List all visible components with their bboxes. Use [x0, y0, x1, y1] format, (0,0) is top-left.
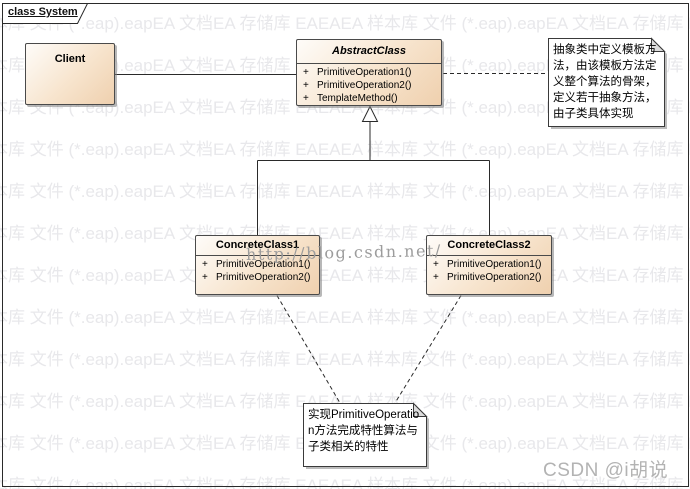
visibility-marker: +: [433, 259, 439, 270]
method-name: PrimitiveOperation1(): [317, 67, 412, 78]
class-abstractclass[interactable]: AbstractClass + PrimitiveOperation1() + …: [296, 39, 442, 106]
class-title: ConcreteClass2: [447, 239, 531, 251]
method-row: + PrimitiveOperation2(): [196, 271, 319, 284]
compartment-divider: [196, 255, 319, 256]
watermark-csdn-credit: CSDN @i胡说: [543, 460, 669, 481]
class-concreteclass2[interactable]: ConcreteClass2 + PrimitiveOperation1() +…: [426, 235, 552, 295]
watermark-tile-row: 样本库 文件 (*.eap).eapEA 文档EA 存储库 EAEAEA 样本库…: [0, 14, 690, 33]
method-name: PrimitiveOperation1(): [447, 259, 542, 270]
visibility-marker: +: [202, 272, 208, 283]
method-name: PrimitiveOperation2(): [317, 80, 412, 91]
diagram-frame-tab: [2, 3, 89, 24]
compartment-divider: [427, 255, 551, 256]
note-concrete-shape[interactable]: [303, 403, 427, 467]
method-row: + TemplateMethod(): [297, 92, 441, 105]
method-row: + PrimitiveOperation1(): [196, 258, 319, 271]
watermark-tile-row: 样本库 文件 (*.eap).eapEA 文档EA 存储库 EAEAEA 样本库…: [0, 476, 690, 489]
notelink-concrete1[interactable]: [276, 295, 341, 404]
compartment-divider: [297, 63, 441, 64]
visibility-marker: +: [303, 93, 309, 104]
method-name: PrimitiveOperation2(): [447, 272, 542, 283]
diagram-frame: [2, 3, 689, 487]
method-row: + PrimitiveOperation1(): [427, 258, 551, 271]
generalization-arrowhead-icon: [361, 105, 379, 122]
method-row: + PrimitiveOperation2(): [427, 271, 551, 284]
note-fold-icon: [413, 402, 428, 417]
method-name: PrimitiveOperation1(): [216, 259, 311, 270]
watermark-tile-row: 样本库 文件 (*.eap).eapEA 文档EA 存储库 EAEAEA 样本库…: [0, 140, 690, 159]
visibility-marker: +: [202, 259, 208, 270]
operations-compartment: + PrimitiveOperation1() + PrimitiveOpera…: [196, 256, 319, 284]
watermark-tile-row: 样本库 文件 (*.eap).eapEA 文档EA 存储库 EAEAEA 样本库…: [0, 98, 690, 117]
visibility-marker: +: [303, 80, 309, 91]
visibility-marker: +: [433, 272, 439, 283]
note-abstract-shape[interactable]: [548, 38, 665, 127]
watermark-tile-row: 样本库 文件 (*.eap).eapEA 文档EA 存储库 EAEAEA 样本库…: [0, 182, 690, 201]
watermark-tile-row: 样本库 文件 (*.eap).eapEA 文档EA 存储库 EAEAEA 样本库…: [0, 350, 690, 369]
method-name: TemplateMethod(): [317, 93, 398, 104]
method-name: PrimitiveOperation2(): [216, 272, 311, 283]
note-abstract-text: 抽象类中定义模板方法，由该模板方法定义整个算法的骨架，定义若干抽象方法，由子类具…: [553, 44, 657, 120]
visibility-marker: +: [303, 67, 309, 78]
operations-compartment: + PrimitiveOperation1() + PrimitiveOpera…: [427, 256, 551, 284]
note-fold-icon: [651, 37, 666, 52]
diagram-title: class System: [8, 6, 78, 18]
notelink-concrete2[interactable]: [394, 295, 462, 404]
method-row: + PrimitiveOperation2(): [297, 79, 441, 92]
method-row: + PrimitiveOperation1(): [297, 66, 441, 79]
operations-compartment: + PrimitiveOperation1() + PrimitiveOpera…: [297, 64, 441, 105]
class-title: Client: [54, 53, 86, 65]
class-concreteclass1[interactable]: ConcreteClass1 + PrimitiveOperation1() +…: [195, 235, 320, 295]
watermark-tile-row: 样本库 文件 (*.eap).eapEA 文档EA 存储库 EAEAEA 样本库…: [0, 392, 690, 411]
class-client[interactable]: Client: [25, 43, 115, 105]
class-title: ConcreteClass1: [215, 239, 300, 251]
class-title: AbstractClass: [332, 45, 406, 57]
note-concrete-text: 实现PrimitiveOperation方法完成特性算法与子类相关的特性: [308, 409, 420, 453]
watermark-tile-row: 样本库 文件 (*.eap).eapEA 文档EA 存储库 EAEAEA 样本库…: [0, 308, 690, 327]
